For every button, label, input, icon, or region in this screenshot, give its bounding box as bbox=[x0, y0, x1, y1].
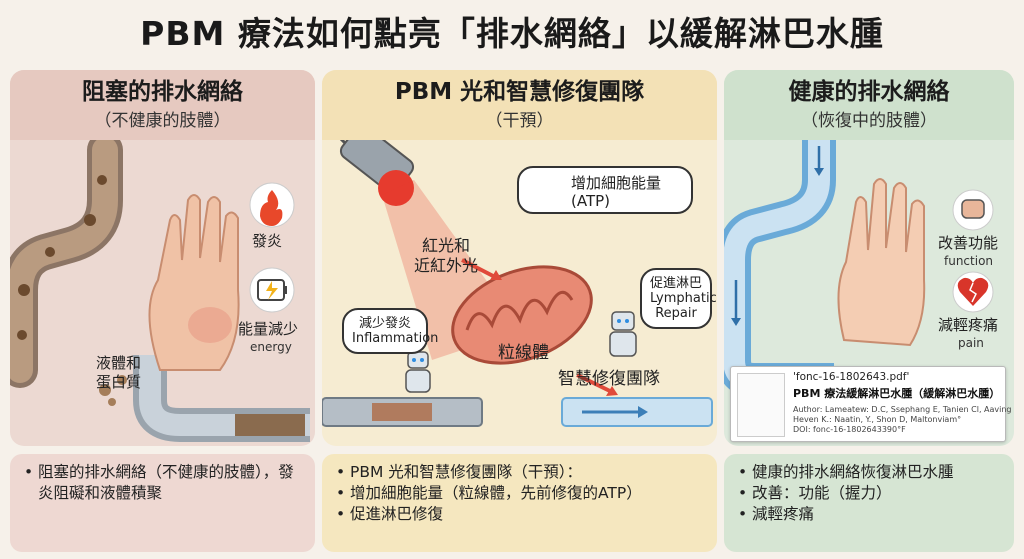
lower-pipe-blockage bbox=[235, 414, 305, 436]
panel-blocked-network: 阻塞的排水網絡 （不健康的肢體） bbox=[10, 70, 315, 446]
bubble-atp: 增加細胞能量 (ATP) bbox=[517, 166, 693, 214]
fist-icon bbox=[961, 199, 985, 219]
swelling-redness bbox=[188, 307, 232, 343]
footer-item: 改善：功能（握力） bbox=[738, 483, 1000, 504]
repair-robot-icon bbox=[611, 311, 635, 331]
panel-subheading: （不健康的肢體） bbox=[94, 111, 231, 131]
pbm-scene: 增加細胞能量 (ATP) 紅光和 近紅外光 減少發炎 Inflammation … bbox=[322, 140, 717, 446]
label-fluid-line1: 液體和 bbox=[96, 354, 142, 372]
lightning-icon bbox=[266, 281, 278, 300]
label-function-en: function bbox=[944, 254, 994, 268]
panel-pbm-intervention: PBM 光和智慧修復團隊 （干預） bbox=[322, 70, 717, 446]
arrow-head bbox=[606, 386, 618, 396]
label-energy-en: energy bbox=[250, 340, 292, 354]
paper-authors-line2: Heven K.: Naatin, Y., Shon D, Maltonviam… bbox=[793, 415, 962, 424]
blocked-vessel-scene: 發炎 能量減少 energy 液體和 蛋白質 bbox=[10, 140, 315, 446]
protein-clump bbox=[84, 214, 96, 226]
protein-clump bbox=[18, 284, 30, 296]
label-light-line1: 紅光和 bbox=[422, 236, 471, 255]
heart-crack bbox=[969, 282, 977, 303]
label-pain-en: pain bbox=[958, 336, 984, 350]
healthy-vessel-scene: 改善功能 function 減輕疼痛 pain 'fonc-16-1802643… bbox=[724, 140, 1014, 446]
laser-emitter bbox=[378, 170, 414, 206]
paper-citation-card[interactable]: 'fonc-16-1802643.pdf' PBM 療法緩解淋巴水腫（緩解淋巴水… bbox=[730, 366, 1014, 442]
footer-item: 增加細胞能量（粒線體，先前修復的ATP） bbox=[336, 483, 703, 504]
arrow-head bbox=[490, 270, 502, 280]
robot-eye bbox=[412, 358, 416, 362]
bubble-lymphatic-repair: 促進淋巴 Lymphatic Repair bbox=[640, 268, 717, 329]
page-title: PBM 療法如何點亮「排水網絡」以緩解淋巴水腫 bbox=[140, 14, 884, 53]
fluid-droplet bbox=[99, 384, 111, 396]
label-function-zh: 改善功能 bbox=[938, 234, 999, 252]
bubble-inflammation: 減少發炎 Inflammation bbox=[342, 308, 438, 354]
fluid-droplet bbox=[117, 375, 127, 385]
panel-subheading: （干預） bbox=[485, 111, 554, 131]
flow-arrow-head bbox=[638, 406, 648, 418]
paper-thumbnail bbox=[737, 373, 785, 437]
atp-line1: 增加細胞能量 bbox=[571, 174, 662, 192]
panel-subheading: （恢復中的肢體） bbox=[801, 111, 937, 131]
robot-eye bbox=[617, 319, 621, 323]
mitochondrion-cristae bbox=[465, 290, 574, 331]
vessel-blockage bbox=[372, 403, 432, 421]
inflam-en: Inflammation bbox=[352, 331, 439, 346]
blocked-vessel-fill bbox=[10, 140, 118, 383]
panel-heading: 阻塞的排水網絡 bbox=[82, 79, 243, 105]
arrow-light bbox=[461, 258, 498, 280]
lymph-en1: Lymphatic bbox=[650, 291, 717, 306]
panel-heading: PBM 光和智慧修復團隊 bbox=[394, 79, 645, 105]
footer-blocked-network: 阻塞的排水網絡（不健康的肢體），發炎阻礙和液體積聚 bbox=[10, 454, 315, 552]
flow-arrow-head bbox=[731, 318, 741, 326]
healthy-hand bbox=[837, 178, 926, 347]
label-inflammation: 發炎 bbox=[252, 232, 283, 250]
protein-clump bbox=[45, 247, 55, 257]
fluid-droplet bbox=[108, 398, 116, 406]
panel-header: 健康的排水網絡 （恢復中的肢體） bbox=[724, 70, 1014, 140]
lymph-en2: Repair bbox=[655, 306, 697, 321]
panel-heading: 健康的排水網絡 bbox=[788, 79, 950, 105]
repair-robot-body bbox=[609, 331, 637, 357]
label-repair-team: 智慧修復團隊 bbox=[558, 369, 660, 389]
robot-eye bbox=[625, 319, 629, 323]
panel-healthy-network: 健康的排水網絡 （恢復中的肢體） 改善功能 function 減輕疼痛 pain bbox=[724, 70, 1014, 446]
panel-header: 阻塞的排水網絡 （不健康的肢體） bbox=[10, 70, 315, 140]
inflam-zh: 減少發炎 bbox=[358, 316, 411, 331]
arrow-repair bbox=[576, 373, 613, 394]
footer-item: 減輕疼痛 bbox=[738, 504, 1000, 525]
footer-item: 阻塞的排水網絡（不健康的肢體），發炎阻礙和液體積聚 bbox=[24, 462, 301, 504]
fire-icon-flame bbox=[260, 190, 283, 226]
battery-terminal bbox=[284, 286, 287, 294]
footer-item: 健康的排水網絡恢復淋巴水腫 bbox=[738, 462, 1000, 483]
footer-healthy-network: 健康的排水網絡恢復淋巴水腫 改善：功能（握力） 減輕疼痛 bbox=[724, 454, 1014, 552]
paper-filename: 'fonc-16-1802643.pdf' bbox=[793, 371, 910, 383]
protein-clump bbox=[17, 330, 27, 340]
label-energy-zh: 能量減少 bbox=[238, 320, 299, 338]
label-light-line2: 近紅外光 bbox=[414, 256, 479, 275]
robot-eye bbox=[420, 358, 424, 362]
lymph-zh: 促進淋巴 bbox=[650, 276, 703, 291]
label-fluid-line2: 蛋白質 bbox=[96, 373, 142, 391]
paper-title: PBM 療法緩解淋巴水腫（緩解淋巴水腫） bbox=[793, 387, 1001, 400]
lower-pipe-inner bbox=[139, 355, 310, 436]
panel-header: PBM 光和智慧修復團隊 （干預） bbox=[322, 70, 717, 140]
swollen-hand bbox=[148, 194, 240, 371]
footer-pbm-intervention: PBM 光和智慧修復團隊（干預）： 增加細胞能量（粒線體，先前修復的ATP） 促… bbox=[322, 454, 717, 552]
footer-item: 促進淋巴修復 bbox=[336, 504, 703, 525]
label-mitochondrion: 粒線體 bbox=[498, 343, 549, 363]
footer-item: PBM 光和智慧修復團隊（干預）： bbox=[336, 462, 703, 483]
atp-line2: (ATP) bbox=[571, 192, 611, 210]
pbm-illustration bbox=[322, 140, 713, 427]
protein-clump bbox=[97, 175, 107, 185]
blocked-vessel-illustration bbox=[10, 140, 310, 442]
label-pain-zh: 減輕疼痛 bbox=[938, 316, 999, 334]
paper-authors-line1: Author: Lameatew: D.C, Ssephang E, Tanie… bbox=[793, 405, 1014, 414]
repair-robot-body bbox=[405, 369, 431, 393]
paper-doi: DOI: fonc-16-1802643390°F bbox=[793, 425, 906, 434]
repair-robot-icon bbox=[407, 351, 429, 369]
flow-arrow-head bbox=[814, 168, 824, 176]
